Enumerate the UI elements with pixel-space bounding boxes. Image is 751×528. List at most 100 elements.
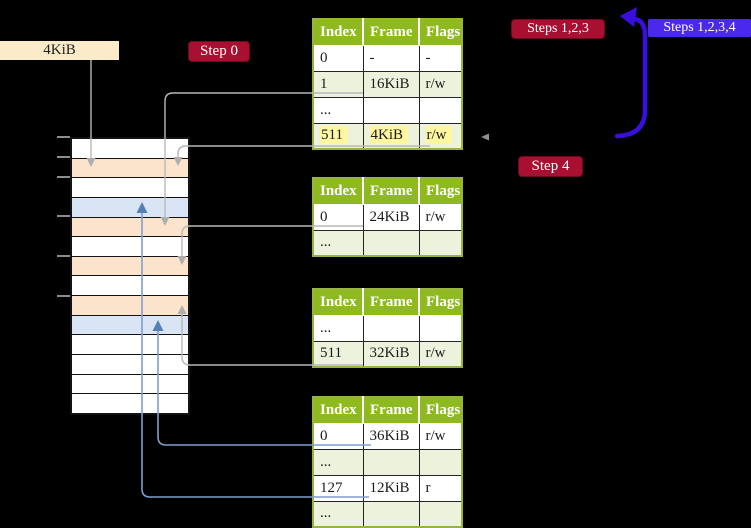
- table-cell: ...: [313, 448, 363, 475]
- table-cell: ...: [313, 96, 363, 123]
- table-row: ...: [313, 96, 462, 123]
- table-row: 0--: [313, 45, 462, 71]
- table-cell: 24KiB: [362, 204, 419, 230]
- memory-row-free: [72, 334, 188, 355]
- memory-row-mapped-page: [72, 196, 188, 217]
- table-cell: [362, 448, 419, 475]
- table-cell: 127: [313, 474, 363, 501]
- column-header: Flags: [418, 178, 462, 205]
- table-cell: [362, 96, 419, 123]
- table-cell: 36KiB: [362, 423, 419, 449]
- table-row: ...: [313, 448, 462, 475]
- memory-tick: [57, 295, 70, 297]
- table-cell: ...: [313, 229, 363, 256]
- table-cell: r/w: [418, 340, 462, 367]
- memory-row-free: [72, 393, 188, 413]
- table-cell: r/w: [418, 423, 462, 449]
- table-cell: [418, 448, 462, 475]
- steps123-label: Steps 1,2,3: [511, 19, 605, 39]
- table-cell: 32KiB: [362, 340, 419, 367]
- table-cell: 0: [313, 423, 363, 449]
- table-cell: ...: [313, 500, 363, 527]
- table-cell: [362, 229, 419, 256]
- entry-marker-arrow: [481, 133, 489, 141]
- table-cell: [418, 229, 462, 256]
- table-cell: r/w: [418, 122, 462, 149]
- table-cell: [362, 315, 419, 341]
- column-header: Index: [313, 178, 363, 205]
- table-cell: -: [362, 45, 419, 71]
- loop-arrow: [614, 16, 648, 139]
- memory-row-free: [72, 373, 188, 394]
- frame-size-label: 4KiB: [0, 41, 119, 60]
- table-cell: -: [418, 45, 462, 71]
- column-header: Frame: [362, 19, 419, 46]
- column-header: Index: [313, 289, 363, 316]
- memory-row-free: [72, 177, 188, 197]
- table-cell: 0: [313, 204, 363, 230]
- memory-tick: [57, 156, 70, 158]
- step4-label: Step 4: [518, 156, 583, 177]
- table-cell: 511: [313, 122, 363, 149]
- table-cell: ...: [313, 315, 363, 341]
- memory-tick: [57, 176, 70, 178]
- highlighted-value: 4KiB: [369, 126, 409, 145]
- memory-tick: [57, 215, 70, 217]
- highlighted-value: 511: [320, 126, 348, 145]
- memory-row-table-frame: [72, 157, 188, 178]
- step0-label: Step 0: [188, 41, 250, 62]
- table-cell: 511: [313, 340, 363, 367]
- memory-row-free: [72, 275, 188, 296]
- memory-tick: [57, 255, 70, 257]
- column-header: Frame: [362, 289, 419, 316]
- table-cell: r/w: [418, 70, 462, 97]
- memory-row-free: [72, 139, 188, 158]
- column-header: Index: [313, 397, 363, 424]
- memory-row-table-frame: [72, 216, 188, 237]
- memory-row-table-frame: [72, 295, 188, 315]
- table-cell: 0: [313, 45, 363, 71]
- table-cell: 16KiB: [362, 70, 419, 97]
- table-row: ...: [313, 500, 462, 527]
- table-row: 511 4KiB r/w: [313, 122, 462, 149]
- column-header: Frame: [362, 178, 419, 205]
- table-cell: 12KiB: [362, 474, 419, 501]
- loop-arrowhead: [620, 7, 637, 27]
- memory-row-free: [72, 236, 188, 256]
- table-cell: [418, 500, 462, 527]
- table-cell: 4KiB: [362, 122, 419, 149]
- table-cell: [362, 500, 419, 527]
- table-cell: [418, 315, 462, 341]
- table-row: ...: [313, 315, 462, 341]
- steps1234-label: Steps 1,2,3,4: [648, 19, 751, 37]
- memory-row-mapped-page: [72, 314, 188, 335]
- column-header: Index: [313, 19, 363, 46]
- physical-memory-strip: [70, 137, 190, 415]
- table-cell: [418, 96, 462, 123]
- column-header: Flags: [418, 289, 462, 316]
- memory-row-free: [72, 354, 188, 374]
- column-header: Flags: [418, 397, 462, 424]
- memory-tick: [57, 136, 70, 138]
- memory-row-table-frame: [72, 255, 188, 276]
- column-header: Flags: [418, 19, 462, 46]
- table-row: ...: [313, 229, 462, 256]
- highlighted-value: r/w: [425, 126, 452, 145]
